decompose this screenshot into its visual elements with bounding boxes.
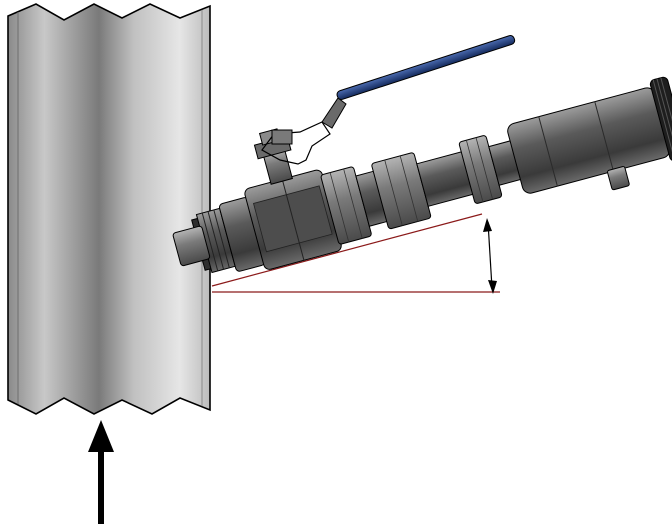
sensor-end-cap: [649, 76, 672, 162]
dimension-line-angled: [211, 213, 483, 287]
valve-handle: [261, 35, 516, 165]
dimension-arrowhead-bottom: [488, 280, 497, 294]
dimension-arrow-shaft: [487, 221, 493, 289]
probe-assembly: [172, 76, 672, 274]
weld-boss: [191, 207, 236, 274]
pipe: [7, 3, 211, 415]
compression-fitting: [355, 135, 523, 230]
handle-neck: [321, 97, 347, 129]
handle-grip[interactable]: [336, 35, 516, 101]
flow-arrow: [88, 420, 114, 524]
insertion-nipple: [172, 225, 211, 267]
sensor-cable-gland: [607, 166, 630, 191]
angle-dimension: [211, 213, 500, 294]
ball-valve: [218, 128, 372, 272]
sensor-probe: [507, 76, 672, 194]
handle-nut: [271, 129, 293, 145]
dimension-arrowhead-top: [483, 218, 492, 232]
